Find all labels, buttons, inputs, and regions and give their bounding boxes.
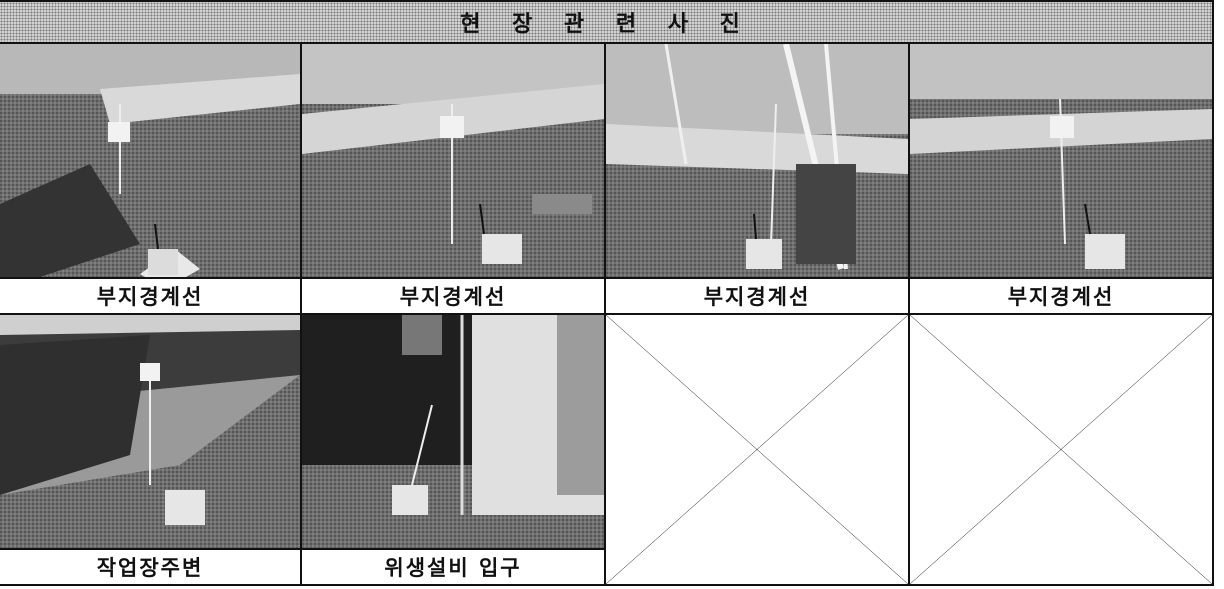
- photo-caption-3: 부지경계선: [604, 277, 910, 315]
- photo-caption-2: 부지경계선: [300, 277, 606, 315]
- table-header: 현 장 관 련 사 진: [0, 0, 1214, 44]
- photo-caption-4: 부지경계선: [908, 277, 1214, 315]
- site-photo-4: [908, 42, 1214, 279]
- site-photo-5: [0, 313, 302, 550]
- photo-caption-5: 작업장주변: [0, 548, 302, 586]
- site-photo-2: [300, 42, 606, 279]
- site-photo-6: [300, 313, 606, 550]
- site-photo-3: [604, 42, 910, 279]
- site-photo-1: [0, 42, 302, 279]
- empty-photo-slot-2: [908, 313, 1214, 586]
- empty-photo-slot-1: [604, 313, 910, 586]
- empty-slot-cross-icon: [606, 315, 908, 584]
- photo-caption-1: 부지경계선: [0, 277, 302, 315]
- empty-slot-cross-icon: [910, 315, 1212, 584]
- photo-caption-6: 위생설비 입구: [300, 548, 606, 586]
- page-title: 현 장 관 련 사 진: [460, 12, 752, 37]
